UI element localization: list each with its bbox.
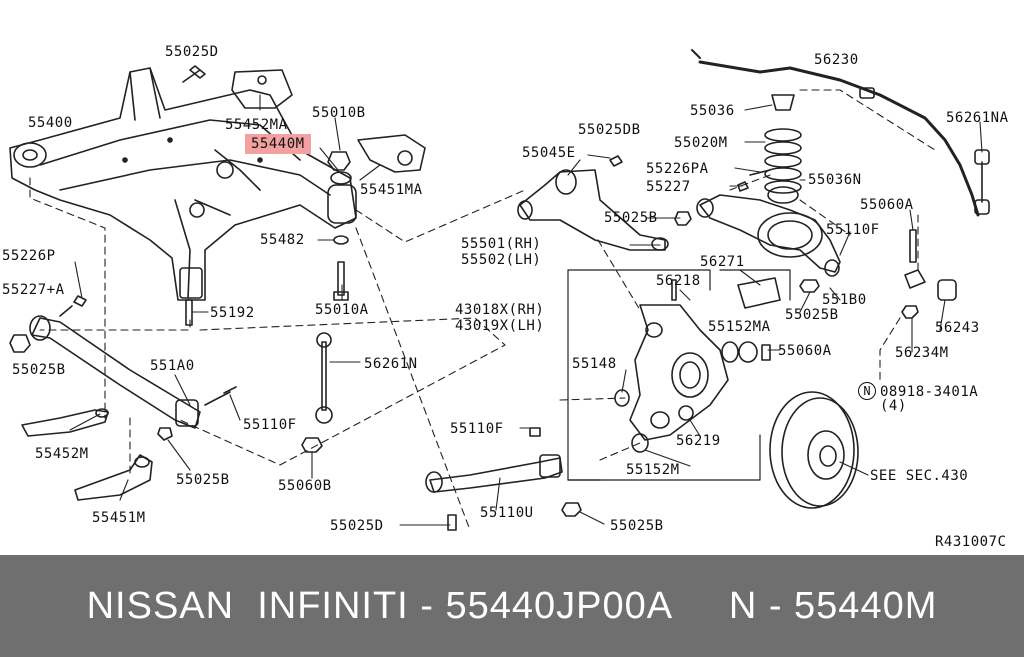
part-label-quantity-4: (4): [880, 398, 907, 414]
part-label-55025b-right: 55025B: [785, 307, 839, 323]
part-label-56218: 56218: [656, 273, 701, 289]
part-label-551b0: 551B0: [822, 292, 867, 308]
part-label-55482: 55482: [260, 232, 305, 248]
part-label-55060a-lower: 55060A: [778, 343, 832, 359]
part-label-55025db: 55025DB: [578, 122, 641, 138]
part-label-55010a: 55010A: [315, 302, 369, 318]
part-label-see-sec-430: SEE SEC.430: [870, 468, 969, 484]
part-label-55227a: 55227+A: [2, 282, 65, 298]
part-label-55452m: 55452M: [35, 446, 89, 462]
part-label-55192: 55192: [210, 305, 255, 321]
part-label-55227: 55227: [646, 179, 691, 195]
part-label-55440m-highlighted: 55440M: [245, 134, 311, 154]
parts-diagram: 55025D 55400 55452MA 55010B 55440M 55451…: [2, 44, 1009, 550]
part-label-55451m: 55451M: [92, 510, 146, 526]
part-label-55025b-mid: 55025B: [176, 472, 230, 488]
part-label-56243: 56243: [935, 320, 980, 336]
part-label-56261na: 56261NA: [946, 110, 1009, 126]
part-label-55110f-center: 55110F: [450, 421, 504, 437]
part-label-551a0: 551A0: [150, 358, 195, 374]
brake-rotor-drawing: [769, 391, 859, 509]
part-label-circled-n: N: [858, 382, 876, 400]
part-label-55025b-left: 55025B: [12, 362, 66, 378]
part-label-55010b: 55010B: [312, 105, 366, 121]
part-label-55226p: 55226P: [2, 248, 56, 264]
part-label-55060a-upper: 55060A: [860, 197, 914, 213]
part-label-55502: 55502(LH): [461, 252, 542, 268]
lateral-link-drawing: [29, 315, 201, 429]
part-label-55152ma: 55152MA: [708, 319, 771, 335]
subframe-drawing: [9, 67, 357, 301]
part-label-43019x: 43019X(LH): [455, 318, 545, 334]
part-label-55036n: 55036N: [808, 172, 862, 188]
part-label-55452ma: 55452MA: [225, 117, 288, 133]
part-label-55020m: 55020M: [674, 135, 728, 151]
part-label-55036: 55036: [690, 103, 735, 119]
part-number-banner: NISSAN INFINITI - 55440JP00A N - 55440M: [0, 555, 1024, 657]
part-label-55152m: 55152M: [626, 462, 680, 478]
part-label-56230: 56230: [814, 52, 859, 68]
diagram-reference-code: R431007C: [935, 534, 1007, 550]
part-label-55501: 55501(RH): [461, 236, 542, 252]
part-label-55025d-bottom: 55025D: [330, 518, 384, 534]
part-label-55060b: 55060B: [278, 478, 332, 494]
part-label-56261n: 56261N: [364, 356, 418, 372]
part-label-56219: 56219: [676, 433, 721, 449]
part-label-55110f-left: 55110F: [243, 417, 297, 433]
part-label-55025d-top: 55025D: [165, 44, 219, 60]
knuckle-drawing: [629, 304, 729, 441]
part-label-56234m: 56234M: [895, 345, 949, 361]
part-label-55045e: 55045E: [522, 145, 576, 161]
part-label-55110f-right: 55110F: [826, 222, 880, 238]
part-label-55110u: 55110U: [480, 505, 534, 521]
part-label-55226pa: 55226PA: [646, 161, 709, 177]
part-label-55400: 55400: [28, 115, 73, 131]
diagram-drawing: [9, 49, 990, 531]
part-label-43018x: 43018X(RH): [455, 302, 545, 318]
part-label-56271: 56271: [700, 254, 745, 270]
part-label-08918-3401a: 08918-3401A: [880, 384, 979, 400]
part-number-text: NISSAN INFINITI - 55440JP00A N - 55440M: [86, 584, 938, 627]
part-label-55148: 55148: [572, 356, 617, 372]
part-label-55025b-upper: 55025B: [604, 210, 658, 226]
part-label-55025b-bottom: 55025B: [610, 518, 664, 534]
part-label-55451ma: 55451MA: [360, 182, 423, 198]
spring-drawing: [764, 128, 802, 194]
